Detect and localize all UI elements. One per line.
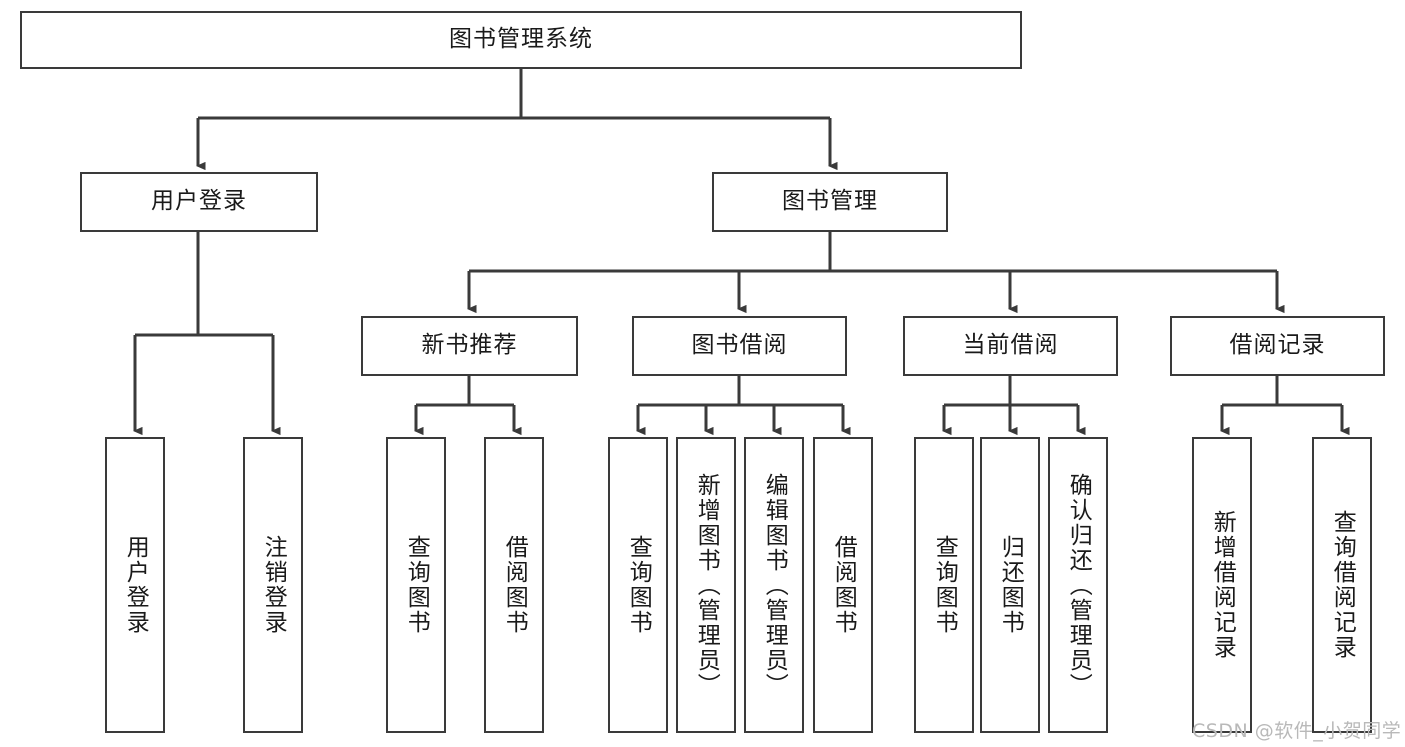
node-new-book-recommend[interactable]: 新书推荐	[361, 316, 578, 376]
leaf-add-book-admin[interactable]: 新增图书（管理员）	[676, 437, 736, 733]
leaf-borrow-book[interactable]: 借阅图书	[813, 437, 873, 733]
node-user-login[interactable]: 用户登录	[80, 172, 318, 232]
node-label: 借阅图书	[830, 535, 857, 635]
node-root-book-management-system[interactable]: 图书管理系统	[20, 11, 1022, 69]
node-borrow-record[interactable]: 借阅记录	[1170, 316, 1385, 376]
node-label: 借阅图书	[501, 535, 528, 635]
leaf-query-borrow-record[interactable]: 查询借阅记录	[1312, 437, 1372, 733]
node-label: 确认归还（管理员）	[1065, 472, 1092, 698]
node-label: 归还图书	[997, 535, 1024, 635]
leaf-return-book[interactable]: 归还图书	[980, 437, 1040, 733]
leaf-user-login[interactable]: 用户登录	[105, 437, 165, 733]
node-label: 查询借阅记录	[1329, 510, 1356, 660]
leaf-confirm-return-admin[interactable]: 确认归还（管理员）	[1048, 437, 1108, 733]
node-label: 新增借阅记录	[1209, 510, 1236, 660]
node-label: 查询图书	[625, 535, 652, 635]
leaf-query-book-recommend[interactable]: 查询图书	[386, 437, 446, 733]
node-current-borrow[interactable]: 当前借阅	[903, 316, 1118, 376]
node-label: 注销登录	[260, 535, 287, 635]
node-label: 查询图书	[403, 535, 430, 635]
node-label: 图书管理系统	[449, 26, 593, 53]
node-label: 新书推荐	[421, 332, 518, 359]
leaf-edit-book-admin[interactable]: 编辑图书（管理员）	[744, 437, 804, 733]
node-label: 查询图书	[931, 535, 958, 635]
node-label: 当前借阅	[962, 332, 1059, 359]
leaf-logout[interactable]: 注销登录	[243, 437, 303, 733]
node-book-borrow[interactable]: 图书借阅	[632, 316, 847, 376]
node-label: 用户登录	[122, 535, 149, 635]
node-label: 编辑图书（管理员）	[761, 472, 788, 698]
node-label: 图书借阅	[691, 332, 788, 359]
leaf-add-borrow-record[interactable]: 新增借阅记录	[1192, 437, 1252, 733]
node-label: 借阅记录	[1229, 332, 1326, 359]
leaf-query-book-current[interactable]: 查询图书	[914, 437, 974, 733]
node-label: 图书管理	[782, 188, 878, 215]
node-book-management[interactable]: 图书管理	[712, 172, 948, 232]
leaf-borrow-book-recommend[interactable]: 借阅图书	[484, 437, 544, 733]
node-label: 新增图书（管理员）	[693, 472, 720, 698]
node-label: 用户登录	[151, 188, 247, 215]
leaf-query-book-borrow[interactable]: 查询图书	[608, 437, 668, 733]
